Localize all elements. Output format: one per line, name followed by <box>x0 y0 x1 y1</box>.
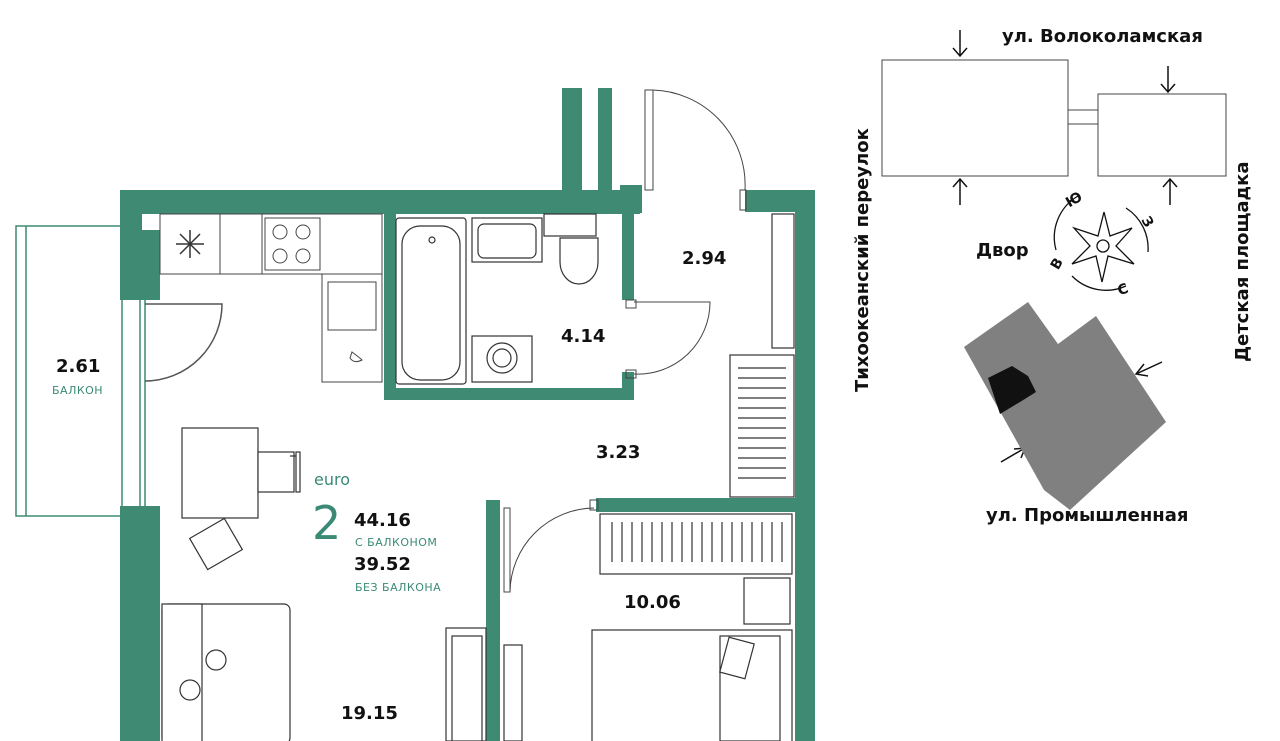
street-bottom: ул. Промышленная <box>986 505 1189 526</box>
living-area: 19.15 <box>341 703 398 724</box>
yard-label: Двор <box>976 240 1029 261</box>
bedroom-area: 10.06 <box>624 592 681 613</box>
walls <box>120 88 815 741</box>
area-with-balcony: 44.16 <box>354 510 411 531</box>
hall-area: 2.94 <box>682 248 727 269</box>
with-balcony-label: С БАЛКОНОМ <box>355 536 438 549</box>
bathroom-area: 4.14 <box>561 326 606 347</box>
bathroom-fixtures <box>395 213 599 385</box>
hall-furniture <box>729 213 795 498</box>
balcony-label: БАЛКОН <box>52 384 104 397</box>
area-without-balcony: 39.52 <box>354 554 411 575</box>
doors <box>503 89 747 593</box>
apartment-class: euro <box>314 470 350 489</box>
highlighted-building <box>964 302 1166 510</box>
street-left: Тихоокеанский переулок <box>852 128 873 392</box>
playground-right: Детская площадка <box>1232 161 1253 362</box>
compass-icon <box>1053 195 1149 291</box>
snowflake-icon <box>176 230 204 258</box>
bedroom-furniture <box>591 513 793 741</box>
balcony <box>15 225 223 517</box>
living-furniture <box>161 603 523 741</box>
room-count: 2 <box>312 496 342 550</box>
corridor-area: 3.23 <box>596 442 641 463</box>
street-top: ул. Волоколамская <box>1002 26 1203 47</box>
site-buildings <box>881 59 1227 177</box>
balcony-area: 2.61 <box>56 356 101 377</box>
kitchen-furniture <box>159 213 383 383</box>
without-balcony-label: БЕЗ БАЛКОНА <box>355 581 442 594</box>
dining-set <box>181 427 301 571</box>
